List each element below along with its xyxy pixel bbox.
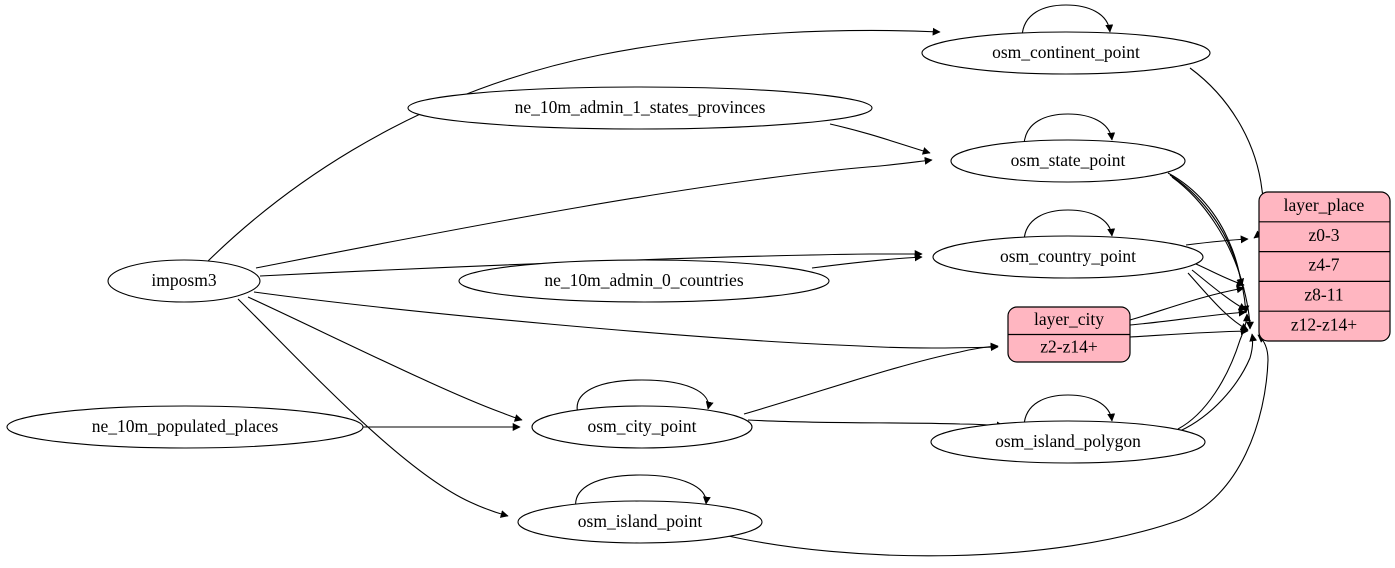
node-ne_10m_admin_0_countries-shape[interactable] (458, 259, 830, 303)
node-layer_place-row-1-label: z0-3 (1308, 225, 1339, 245)
edge-osm_country_point-layer_place-z4-7 (1195, 263, 1245, 287)
node-osm_island_polygon-shape[interactable] (930, 420, 1206, 464)
edge-osm_island_polygon-layer_place-z12-z14+ (1179, 333, 1258, 432)
node-ne_10m_admin_1_states_provinces-shape[interactable] (407, 86, 873, 130)
node-osm_country_point-label: osm_country_point (1000, 246, 1136, 266)
edge-osm_island_polygon-layer_place-z8-11 (1177, 313, 1251, 430)
node-osm_continent_point[interactable]: osm_continent_point (921, 31, 1211, 75)
node-imposm3-label: imposm3 (151, 270, 216, 290)
selfloop-osm_continent_point (1021, 4, 1114, 38)
node-osm_continent_point-shape[interactable] (921, 31, 1211, 75)
edge-osm_city_point-layer_city (743, 342, 999, 415)
node-ne_10m_admin_0_countries[interactable]: ne_10m_admin_0_countries (458, 259, 830, 303)
node-layer_place-row-0-label: layer_place (1284, 195, 1365, 215)
node-ne_10m_populated_places-label: ne_10m_populated_places (92, 416, 279, 436)
edge-imposm3-osm_city_point (247, 296, 523, 422)
edge-imposm3-osm_continent_point (205, 27, 941, 264)
node-ne_10m_admin_0_countries-label: ne_10m_admin_0_countries (544, 270, 743, 290)
node-osm_state_point[interactable]: osm_state_point (950, 139, 1186, 183)
edge-osm_country_point-layer_place-z8-11 (1191, 269, 1247, 311)
edge-layer_city-layer_place-z8-11 (1129, 308, 1247, 326)
node-layer_place-box[interactable] (1258, 191, 1391, 342)
edge-imposm3-osm_island_point (237, 298, 509, 518)
node-osm_island_polygon[interactable]: osm_island_polygon (930, 420, 1206, 464)
edge-ne_states-osm_state_point (829, 123, 931, 155)
node-ne_10m_populated_places[interactable]: ne_10m_populated_places (6, 405, 364, 449)
node-osm_continent_point-label: osm_continent_point (992, 42, 1140, 62)
edge-imposm3-osm_state_point (255, 156, 933, 269)
node-layer_place-row-3-label: z8-11 (1304, 285, 1343, 305)
edge-imposm3-osm_country_point (259, 250, 923, 277)
edge-osm_island_point-layer_place-z12-z14+ (723, 334, 1269, 557)
selfloop-osm_island_polygon (1023, 394, 1116, 427)
edge-layer (205, 4, 1269, 557)
node-layer: imposm3 ne_10m_admin_1_states_provinces … (6, 31, 1391, 544)
edge-imposm3-layer_city (253, 291, 999, 352)
edge-layer_city-layer_place-z12-z14+ (1129, 327, 1249, 338)
node-layer_city[interactable]: layer_city z2-z14+ (1007, 306, 1131, 363)
node-osm_island_point-label: osm_island_point (578, 511, 703, 531)
node-layer_place-row-2-label: z4-7 (1308, 255, 1339, 275)
selfloop-osm_country_point (1023, 209, 1116, 242)
edge-ne_countries-osm_country_point (811, 253, 923, 269)
node-imposm3[interactable]: imposm3 (107, 259, 261, 303)
node-osm_city_point[interactable]: osm_city_point (531, 405, 753, 449)
node-ne_10m_admin_1_states_provinces-label: ne_10m_admin_1_states_provinces (515, 97, 766, 117)
edge-osm_continent_point-layer_place-z0-3 (1189, 67, 1265, 239)
node-ne_10m_populated_places-shape[interactable] (6, 405, 364, 449)
node-imposm3-shape[interactable] (107, 259, 261, 303)
edge-osm_state_point-layer_place-z8-11 (1169, 174, 1250, 314)
node-layer_city-row-0-label: layer_city (1034, 309, 1104, 329)
node-osm_state_point-label: osm_state_point (1011, 150, 1126, 170)
selfloop-osm_city_point (576, 379, 714, 415)
node-osm_country_point[interactable]: osm_country_point (932, 235, 1204, 279)
edge-osm_city_point-osm_island_polygon (747, 419, 1005, 430)
node-ne_10m_admin_1_states_provinces[interactable]: ne_10m_admin_1_states_provinces (407, 86, 873, 130)
node-osm_island_polygon-label: osm_island_polygon (995, 431, 1141, 451)
selfloop-osm_state_point (1023, 113, 1116, 146)
node-layer_place-row-4-label: z12-z14+ (1291, 314, 1357, 334)
node-osm_country_point-shape[interactable] (932, 235, 1204, 279)
node-osm_city_point-shape[interactable] (531, 405, 753, 449)
node-osm_island_point-shape[interactable] (517, 500, 763, 544)
node-osm_state_point-shape[interactable] (950, 139, 1186, 183)
node-osm_island_point[interactable]: osm_island_point (517, 500, 763, 544)
edge-layer_city-layer_place-z4-7 (1129, 285, 1245, 321)
edge-osm_country_point-layer_place-z12-z14+ (1187, 272, 1249, 331)
edge-osm_country_point-layer_place-z0-3 (1185, 235, 1249, 246)
selfloop-osm_island_point (575, 474, 711, 510)
node-layer_city-row-1-label: z2-z14+ (1040, 337, 1098, 357)
node-osm_city_point-label: osm_city_point (588, 416, 697, 436)
node-layer_place[interactable]: layer_place z0-3 z4-7 z8-11 z12-z14+ (1258, 191, 1391, 342)
